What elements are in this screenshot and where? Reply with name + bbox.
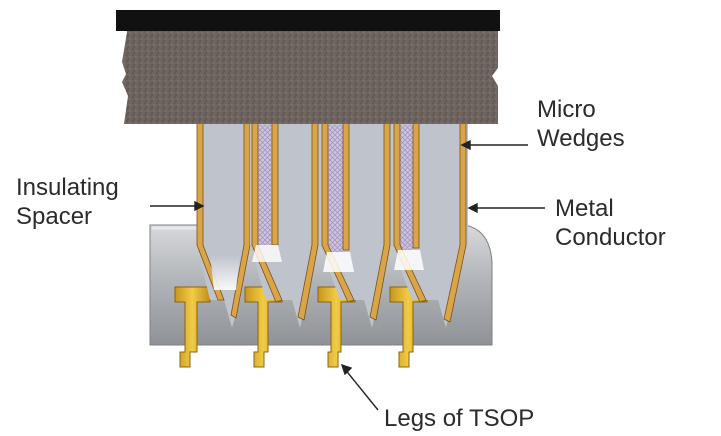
leader-legs-of-tsop bbox=[343, 367, 379, 411]
arrowhead bbox=[340, 363, 353, 376]
label-line: Metal bbox=[555, 195, 614, 222]
top-plate bbox=[116, 10, 500, 31]
micro-wedges bbox=[196, 122, 468, 328]
label-line: Wedges bbox=[537, 125, 625, 152]
tsop-leg bbox=[317, 286, 356, 368]
metal-conductor-label: Metal Conductor bbox=[555, 194, 666, 252]
arrowhead bbox=[194, 200, 205, 212]
legs-of-tsop-label: Legs of TSOP bbox=[384, 405, 535, 432]
insulating-spacer-mesh bbox=[257, 125, 272, 245]
label-line: Micro bbox=[537, 96, 596, 123]
label-line: Spacer bbox=[16, 203, 93, 230]
insulating-spacer-label: Insulating Spacer bbox=[16, 173, 119, 231]
arrowhead bbox=[467, 202, 478, 214]
insulating-spacer-mesh bbox=[398, 125, 413, 250]
micro-wedge bbox=[320, 122, 392, 328]
tsop-leg bbox=[174, 286, 211, 368]
micro-wedge bbox=[392, 122, 468, 328]
tsop-leg bbox=[389, 286, 428, 368]
callout-leaders bbox=[150, 139, 545, 411]
micro-wedge bbox=[250, 122, 320, 328]
tsop-legs bbox=[174, 286, 428, 368]
micro-wedges-label: Micro Wedges bbox=[537, 95, 625, 153]
arrowhead bbox=[460, 139, 471, 151]
label-line: Insulating bbox=[16, 174, 119, 201]
tsop-leg bbox=[244, 286, 283, 368]
label-line: Conductor bbox=[555, 224, 666, 251]
insulating-spacer-mesh bbox=[328, 125, 343, 253]
probe-head bbox=[122, 25, 498, 124]
